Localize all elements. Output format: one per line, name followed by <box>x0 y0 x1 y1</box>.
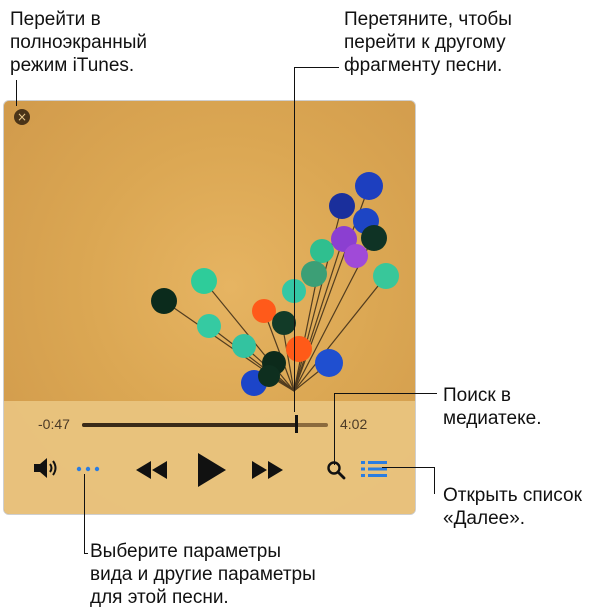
play-button[interactable] <box>194 451 230 494</box>
album-art-balloons <box>151 172 399 396</box>
leader-up-next-v <box>434 467 435 494</box>
leader-search-v <box>334 393 335 465</box>
more-options-icon <box>76 466 100 472</box>
duration-time: 4:02 <box>340 416 368 432</box>
callout-search: Поиск в медиатеке. <box>443 385 542 429</box>
callout-options: Выберите параметры вида и другие парамет… <box>90 541 316 608</box>
playhead[interactable] <box>295 415 299 433</box>
rewind-button[interactable] <box>134 459 170 486</box>
up-next-list-icon <box>361 461 387 477</box>
volume-icon <box>34 458 57 478</box>
callout-up-next: Открыть список «Далее». <box>443 485 582 529</box>
leader-fullscreen <box>16 80 17 106</box>
leader-scrub-h <box>294 67 339 68</box>
leader-search-h <box>334 393 437 394</box>
leader-scrub-v <box>294 67 295 412</box>
elapsed-time: -0:47 <box>38 416 70 432</box>
fast-forward-button[interactable] <box>250 459 286 486</box>
close-icon: × <box>16 110 28 124</box>
more-options-button[interactable] <box>74 459 104 484</box>
progress-bar[interactable] <box>82 423 328 427</box>
leader-options-v <box>84 474 85 554</box>
fast-forward-icon <box>252 461 283 479</box>
progress-fill <box>82 423 297 427</box>
volume-button[interactable] <box>32 457 62 484</box>
callout-fullscreen: Перейти в полноэкранный режим iTunes. <box>10 9 147 76</box>
callout-scrub: Перетяните, чтобы перейти к другому фраг… <box>344 9 512 76</box>
search-icon <box>327 461 346 480</box>
player-controls: -0:47 4:02 <box>4 401 415 514</box>
play-icon <box>198 453 226 487</box>
search-button[interactable] <box>326 460 346 485</box>
leader-options-h <box>84 553 88 554</box>
mini-player: × -0:47 4:02 <box>3 100 416 515</box>
leader-up-next-h1 <box>382 467 434 468</box>
up-next-button[interactable] <box>360 459 388 484</box>
close-button[interactable]: × <box>14 109 30 125</box>
rewind-icon <box>136 461 167 479</box>
